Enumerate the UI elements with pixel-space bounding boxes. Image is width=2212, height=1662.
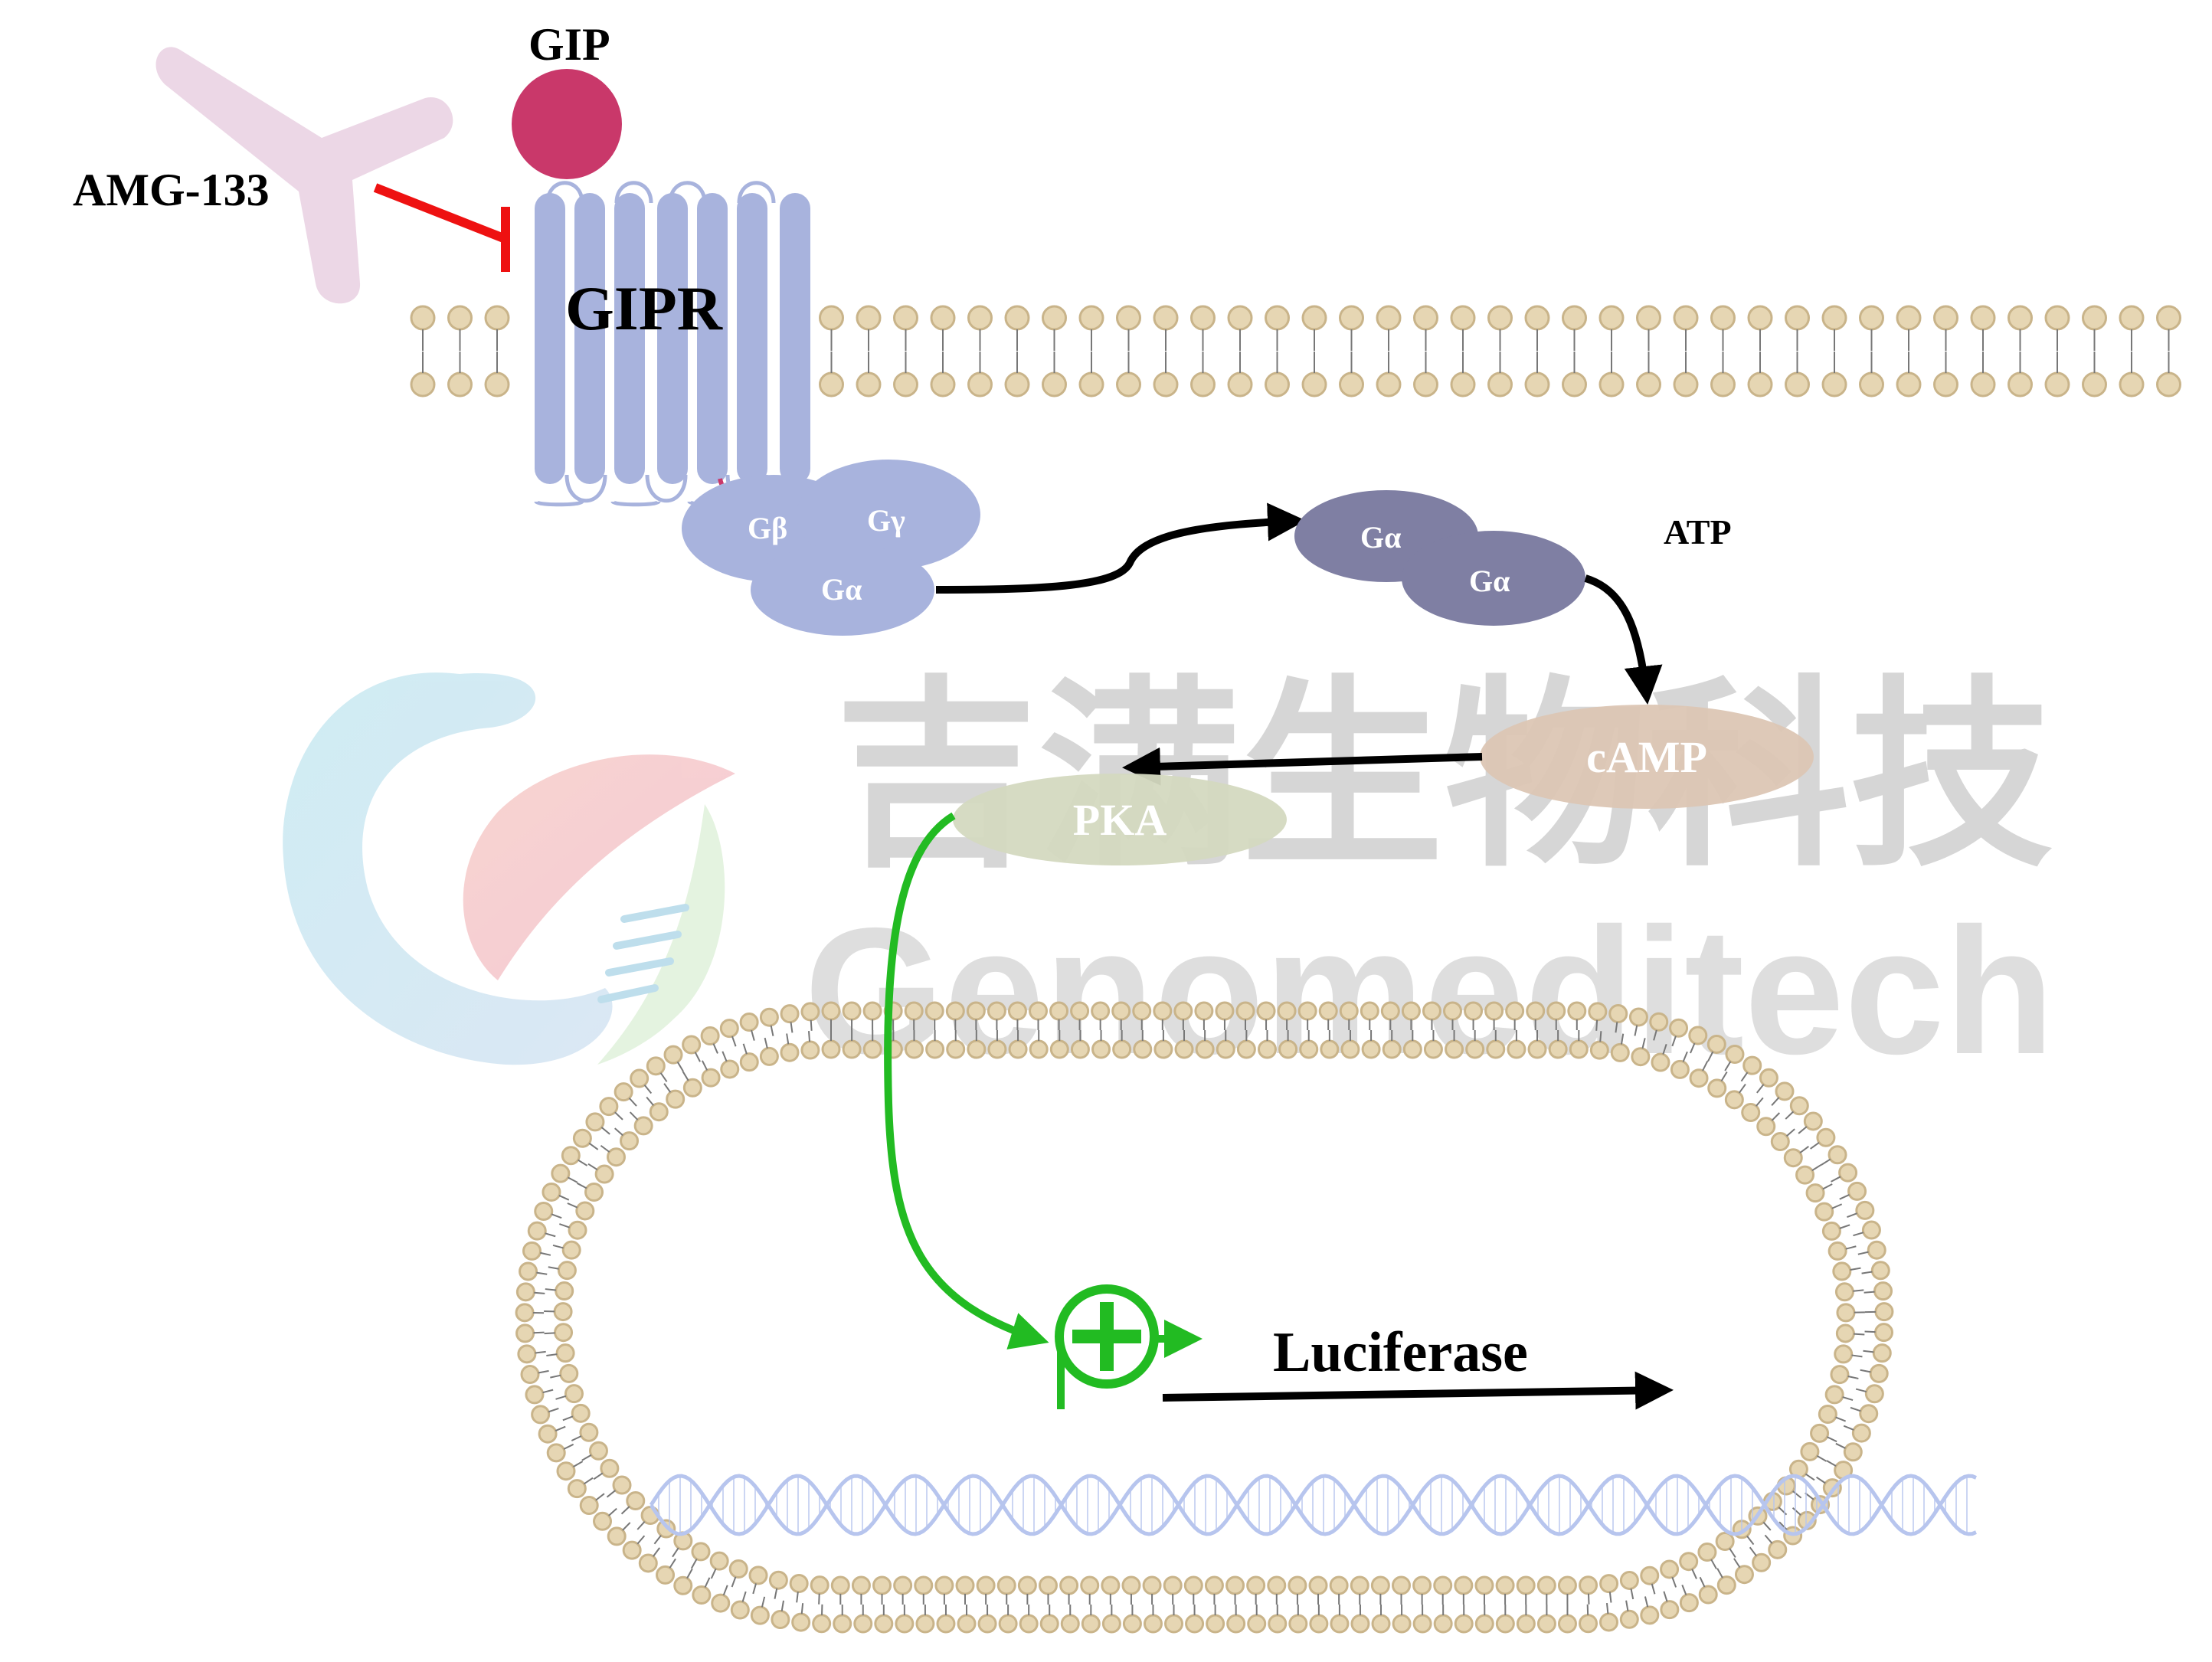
g-protein-complex — [682, 460, 980, 636]
inhibition-arrow — [375, 188, 506, 272]
watermark-english: Genomeditech — [804, 890, 2054, 1091]
luciferase-label: Luciferase — [1273, 1321, 1528, 1384]
g-alpha-complex-label: Gα — [821, 572, 862, 607]
amg-133-label: AMG-133 — [73, 165, 270, 215]
nuclear-membrane — [516, 1003, 1893, 1632]
g-alpha-label-2: Gα — [1469, 564, 1510, 598]
g-gamma-label: Gγ — [867, 503, 905, 538]
gipr-receptor — [535, 183, 810, 505]
gip-ligand — [512, 69, 622, 179]
camp-label: cAMP — [1586, 732, 1707, 782]
gip-label: GIP — [528, 19, 610, 70]
luciferase-expression-arrow — [1163, 1390, 1666, 1398]
promoter-plus-icon — [1059, 1289, 1195, 1409]
watermark-logo — [283, 672, 735, 1065]
g-beta-label: Gβ — [748, 511, 787, 545]
g-alpha-label-1: Gα — [1360, 520, 1401, 555]
gipr-label: GIPR — [565, 273, 723, 343]
watermark-chinese: 吉满生物科技 — [835, 663, 2053, 890]
activation-arrow-g-alpha — [936, 521, 1298, 590]
atp-label: ATP — [1664, 512, 1732, 551]
pka-label: PKA — [1073, 795, 1167, 845]
g-alpha-active — [1294, 490, 1585, 626]
